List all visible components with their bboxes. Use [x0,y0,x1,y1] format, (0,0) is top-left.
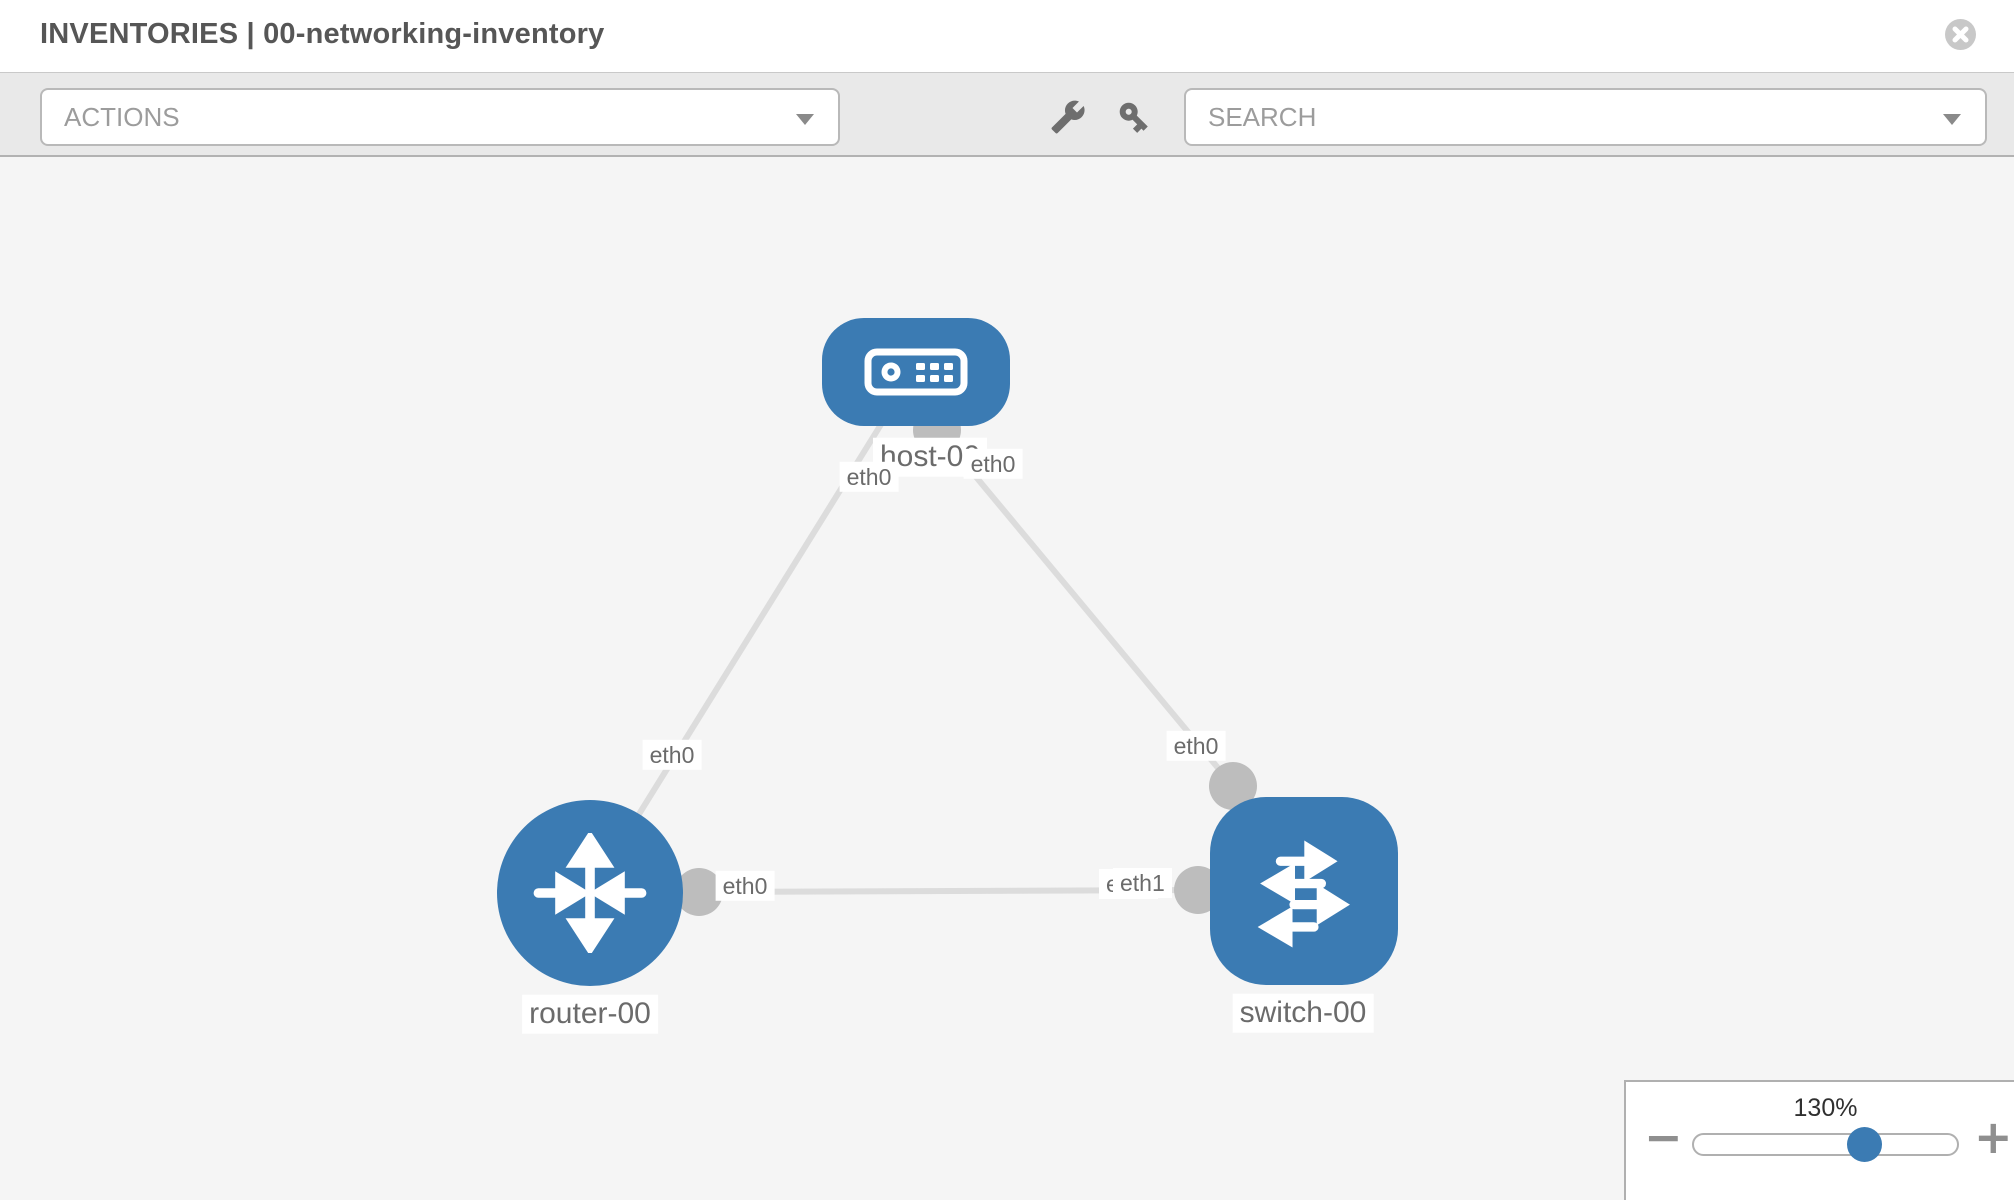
zoom-level-text: 130% [1793,1094,1858,1122]
iface-label-host-router-router-end: eth0 [642,739,702,771]
topology-links-layer [587,408,1236,895]
link-host-switch[interactable] [934,428,1236,788]
zoom-slider-handle[interactable] [1847,1127,1882,1162]
toolbar: ACTIONS SEARCH [0,72,2014,157]
node-label-router: router-00 [522,994,658,1034]
credentials-button[interactable] [1109,92,1160,143]
topology-canvas[interactable]: host-00 router-00 switch-00 eth0 eth0 et… [0,157,2014,1200]
iface-label-router-switch-router-end: eth0 [715,870,775,902]
key-icon [1119,102,1148,133]
iface-label-host-switch-switch-end: eth0 [1166,730,1226,762]
page-title: INVENTORIES | 00-networking-inventory [40,18,605,50]
search-placeholder: SEARCH [1208,101,1317,132]
chevron-down-icon [796,114,814,125]
app-header: INVENTORIES | 00-networking-inventory [0,0,2014,72]
zoom-panel: 130% − + [1624,1080,2014,1200]
close-button[interactable] [1945,19,1976,50]
node-router-00[interactable] [497,800,683,986]
search-dropdown[interactable]: SEARCH [1184,88,1987,146]
configure-button[interactable] [1050,99,1086,135]
iface-label-host-switch-host-end: eth0 [963,448,1023,480]
actions-dropdown[interactable]: ACTIONS [40,88,840,146]
node-host-00[interactable] [822,318,1010,426]
port-router-eth0[interactable] [675,868,723,916]
close-icon [1945,19,1976,50]
node-switch-00[interactable] [1210,797,1398,985]
node-label-switch: switch-00 [1232,993,1374,1033]
chevron-down-icon [1943,114,1961,125]
actions-dropdown-label: ACTIONS [64,101,180,132]
zoom-slider-track[interactable] [1692,1133,1959,1156]
zoom-in-button[interactable]: + [1974,1110,2013,1164]
router-arrows-icon [533,833,647,953]
zoom-out-button[interactable]: − [1644,1110,1683,1164]
iface-label-host-router-host-end: eth0 [839,461,899,493]
server-icon [864,348,968,396]
iface-label-router-switch-switch-end: eth1 [1113,868,1172,899]
wrench-icon [1051,100,1085,134]
switch-arrows-icon [1257,840,1350,948]
